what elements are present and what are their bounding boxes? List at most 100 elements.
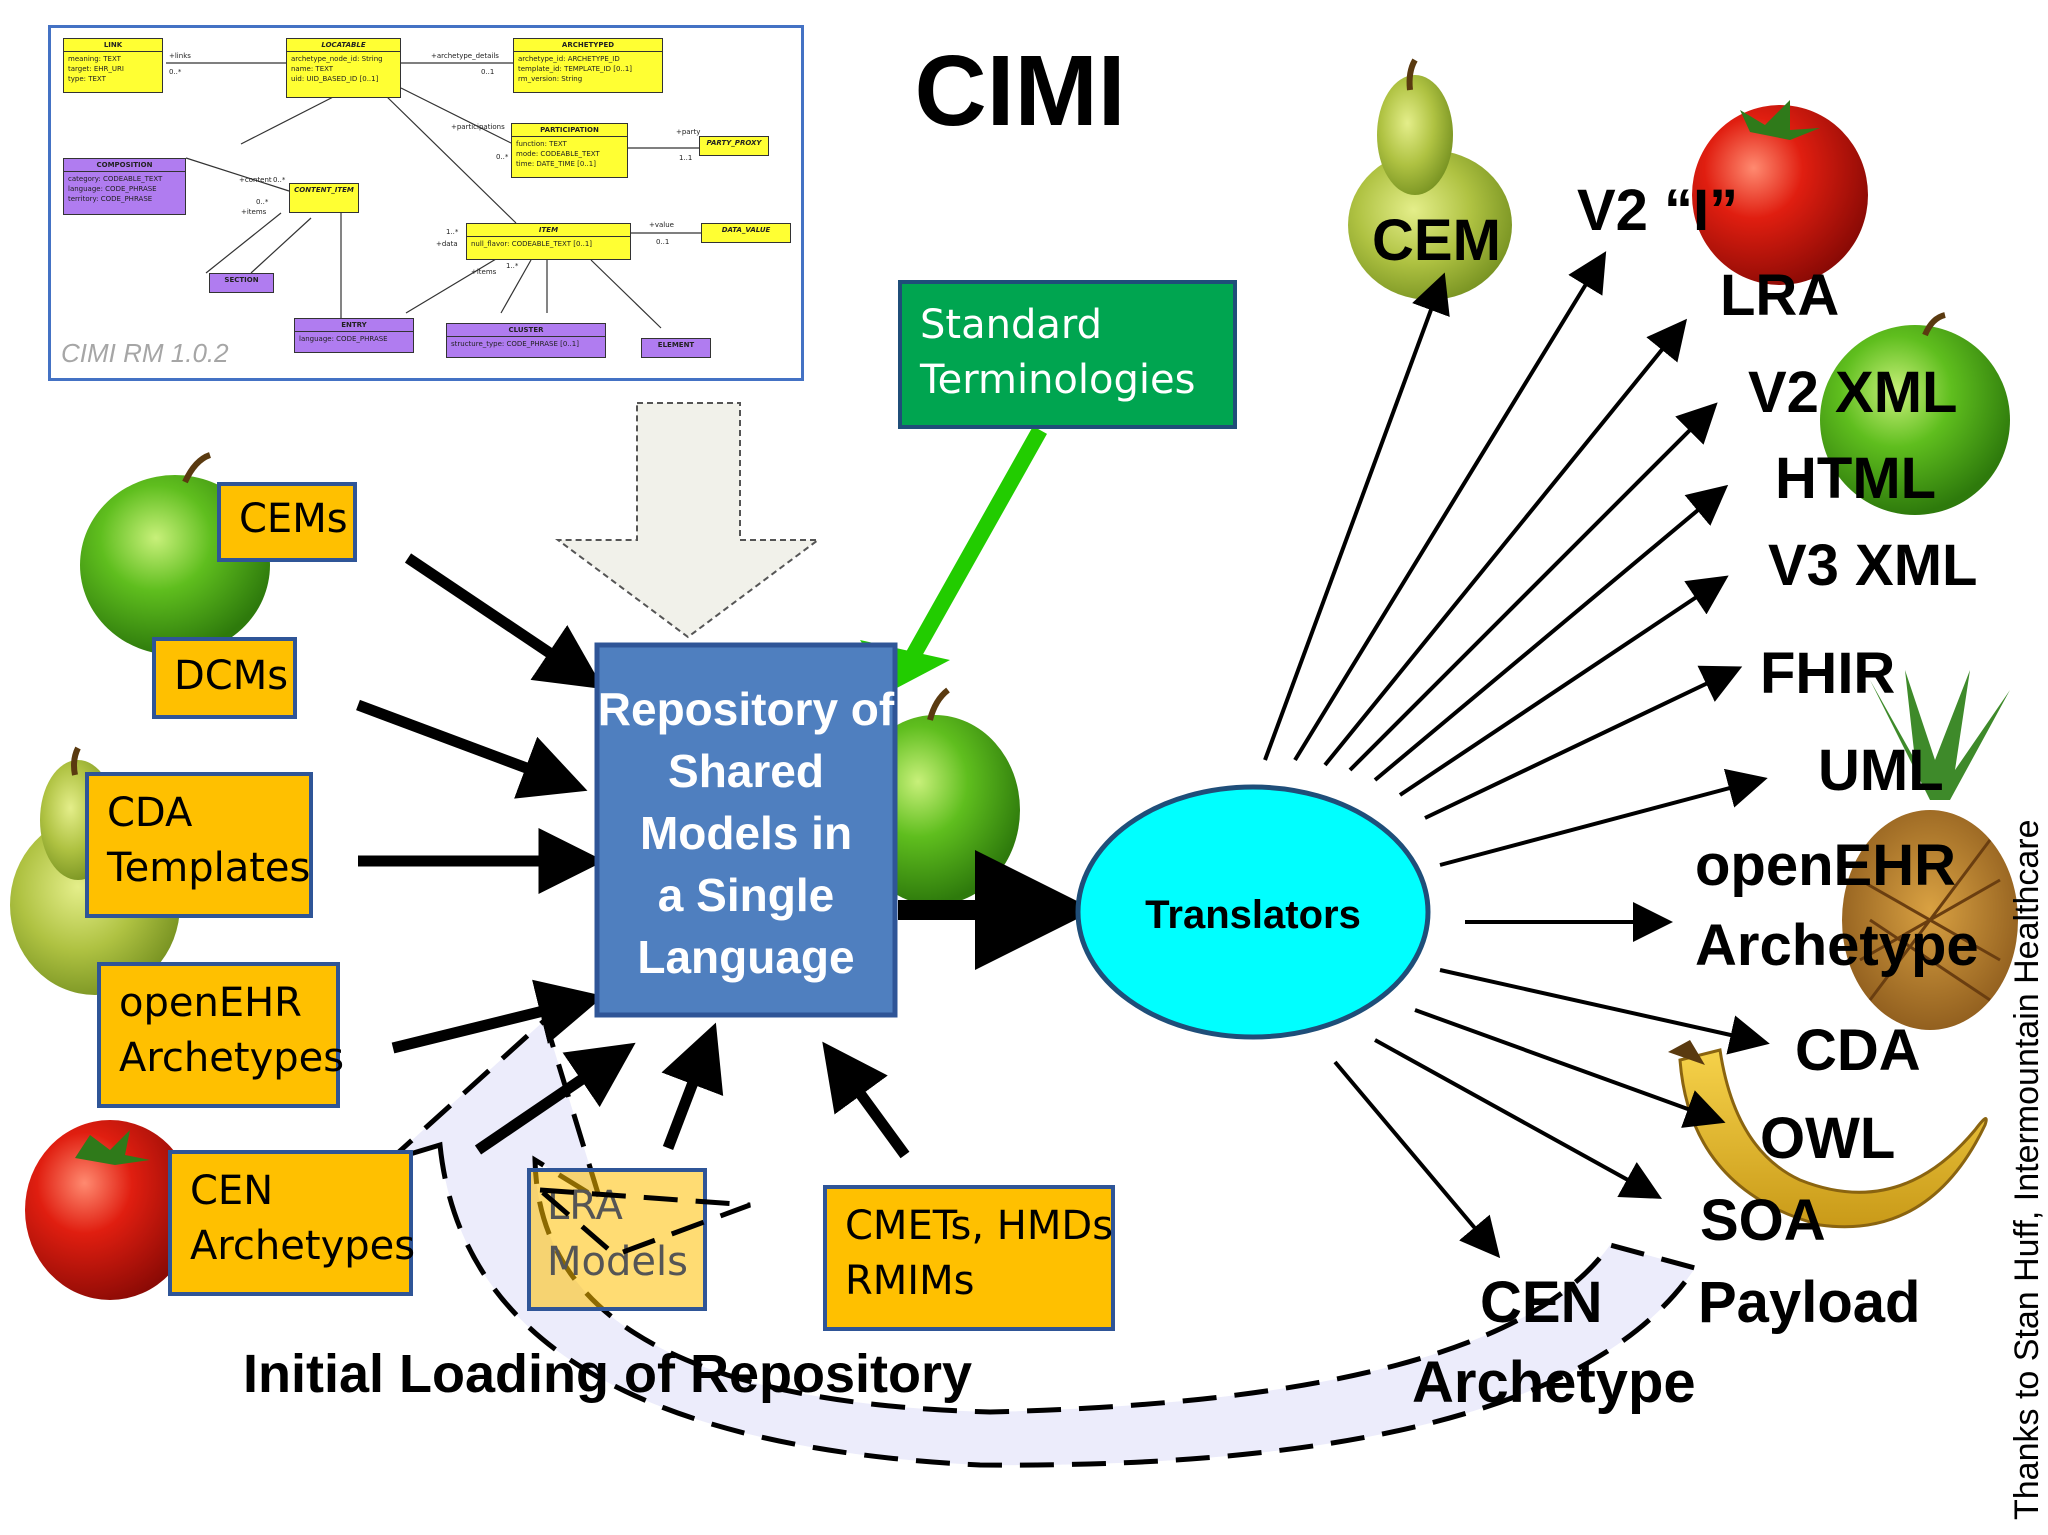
repository-box	[594, 642, 898, 1018]
uml-role: 0..1	[481, 68, 495, 76]
output-payload: Payload	[1698, 1270, 1920, 1335]
output-arrows	[1263, 251, 1770, 1259]
uml-class-cluster: CLUSTER structure_type: CODE_PHRASE [0..…	[446, 323, 606, 358]
terminologies-line: Standard	[920, 302, 1102, 348]
pineapple-icon	[1842, 670, 2018, 1030]
uml-class-archetyped: ARCHETYPED archetype_id: ARCHETYPE_ID te…	[513, 38, 663, 93]
standard-terminologies-box	[898, 280, 1237, 429]
uml-class-participation: PARTICIPATION function: TEXT mode: CODEA…	[511, 123, 628, 178]
input-box-line: CDA	[107, 790, 193, 836]
banana-icon	[1668, 1040, 1988, 1229]
input-box-line: CEN	[190, 1168, 274, 1214]
repository-line: a Single	[658, 869, 834, 921]
uml-class-name: PARTY_PROXY	[706, 139, 762, 147]
lra-models-line: Models	[547, 1239, 688, 1285]
uml-role: 1..*	[506, 262, 519, 270]
translators-ellipse	[1075, 784, 1431, 1040]
uml-attr: target: EHR_URI	[68, 65, 124, 73]
uml-role: +archetype_details	[431, 52, 499, 60]
page-title: CIMI	[914, 35, 1125, 147]
uml-attr: time: DATE_TIME [0..1]	[516, 160, 596, 168]
repository-line: Repository of	[598, 683, 895, 735]
uml-attr: type: TEXT	[68, 75, 106, 83]
uml-attr: territory: CODE_PHRASE	[68, 195, 153, 203]
input-box-line: Templates	[107, 845, 311, 891]
credit-text: Thanks to Stan Huff, Intermountain Healt…	[2008, 819, 2046, 1520]
output-cda: CDA	[1795, 1018, 1921, 1083]
output-archetype: Archetype	[1695, 913, 1979, 978]
gray-down-arrow	[554, 402, 822, 639]
uml-role: +data	[436, 240, 458, 248]
uml-attr: language: CODE_PHRASE	[299, 335, 388, 343]
uml-role: 0..*	[256, 198, 269, 206]
lra-models-line: LRA	[547, 1183, 623, 1229]
uml-attr: archetype_id: ARCHETYPE_ID	[518, 55, 620, 63]
uml-role: 0..*	[273, 176, 286, 184]
uml-role: 0..*	[169, 68, 182, 76]
uml-attr: uid: UID_BASED_ID [0..1]	[291, 75, 379, 83]
repository-line: Models in	[640, 807, 852, 859]
uml-class-name: LINK	[64, 39, 162, 52]
uml-attr: structure_type: CODE_PHRASE [0..1]	[451, 340, 579, 348]
output-v2i: V2 “I”	[1577, 178, 1738, 243]
uml-attr: archetype_node_id: String	[291, 55, 383, 63]
uml-attr: template_id: TEMPLATE_ID [0..1]	[518, 65, 633, 73]
uml-attr: meaning: TEXT	[68, 55, 121, 63]
uml-class-name: LOCATABLE	[287, 39, 400, 52]
uml-class-link: LINK meaning: TEXT target: EHR_URI type:…	[63, 38, 163, 93]
uml-class-item: ITEM null_flavor: CODEABLE_TEXT [0..1]	[466, 223, 631, 260]
output-soa: SOA	[1700, 1188, 1826, 1253]
input-box-openehr-archetypes: openEHR Archetypes	[97, 962, 345, 1108]
lra-models-box: LRA Models	[527, 1168, 707, 1311]
input-box-line: Archetypes	[190, 1223, 416, 1269]
input-box-cda-templates: CDA Templates	[85, 772, 313, 918]
uml-class-locatable: LOCATABLE archetype_node_id: String name…	[286, 38, 401, 98]
initial-loading-band	[388, 1015, 1700, 1468]
input-box-cmets: CMETs, HMDs RMIMs	[823, 1185, 1115, 1331]
output-v3xml: V3 XML	[1768, 533, 1978, 598]
uml-class-element: ELEMENT	[641, 338, 711, 358]
uml-class-name: CONTENT_ITEM	[294, 186, 354, 194]
uml-role: +value	[649, 221, 674, 229]
uml-class-name: COMPOSITION	[64, 159, 185, 172]
uml-class-name: ELEMENT	[657, 341, 695, 349]
uml-class-name: DATA_VALUE	[721, 226, 771, 234]
output-cem: CEM	[1372, 208, 1501, 273]
uml-role: 0..*	[496, 153, 509, 161]
uml-class-name: ARCHETYPED	[514, 39, 662, 52]
output-owl: OWL	[1760, 1106, 1895, 1171]
uml-role: 0..1	[656, 238, 670, 246]
initial-loading-label: Initial Loading of Repository	[243, 1344, 972, 1404]
pear-icon	[1348, 58, 1512, 300]
translators-label: Translators	[1145, 893, 1361, 937]
output-fhir: FHIR	[1760, 641, 1895, 706]
input-box-line: Archetypes	[119, 1035, 345, 1081]
uml-class-name: PARTICIPATION	[512, 124, 627, 137]
uml-role: +items	[241, 208, 267, 216]
repository-line: Language	[637, 931, 854, 983]
terminologies-line: Terminologies	[919, 357, 1195, 403]
output-html: HTML	[1775, 446, 1936, 511]
tomato-icon	[1692, 100, 1868, 285]
input-box-line: CEMs	[239, 496, 348, 542]
repository-line: Shared	[668, 745, 824, 797]
uml-role: +party	[676, 128, 701, 136]
repository-text: Repository of Shared Models in a Single …	[598, 683, 895, 983]
uml-class-name: CLUSTER	[447, 324, 605, 337]
tomato-icon	[25, 1120, 195, 1300]
uml-attr: mode: CODEABLE_TEXT	[516, 150, 600, 158]
uml-attr: category: CODEABLE_TEXT	[68, 175, 163, 183]
uml-class-name: ITEM	[467, 224, 630, 237]
uml-class-party-proxy: PARTY_PROXY	[699, 136, 769, 156]
uml-role: 1..*	[446, 228, 459, 236]
uml-class-entry: ENTRY language: CODE_PHRASE	[294, 318, 414, 353]
uml-attr: name: TEXT	[291, 65, 334, 73]
input-box-cen-archetypes: CEN Archetypes	[168, 1150, 416, 1296]
input-box-cems: CEMs	[217, 482, 357, 562]
uml-class-section: SECTION	[209, 273, 274, 293]
uml-role: 1..1	[679, 154, 693, 162]
uml-attr: rm_version: String	[518, 75, 583, 83]
uml-role: +items	[471, 268, 497, 276]
green-arrow	[898, 426, 1047, 674]
